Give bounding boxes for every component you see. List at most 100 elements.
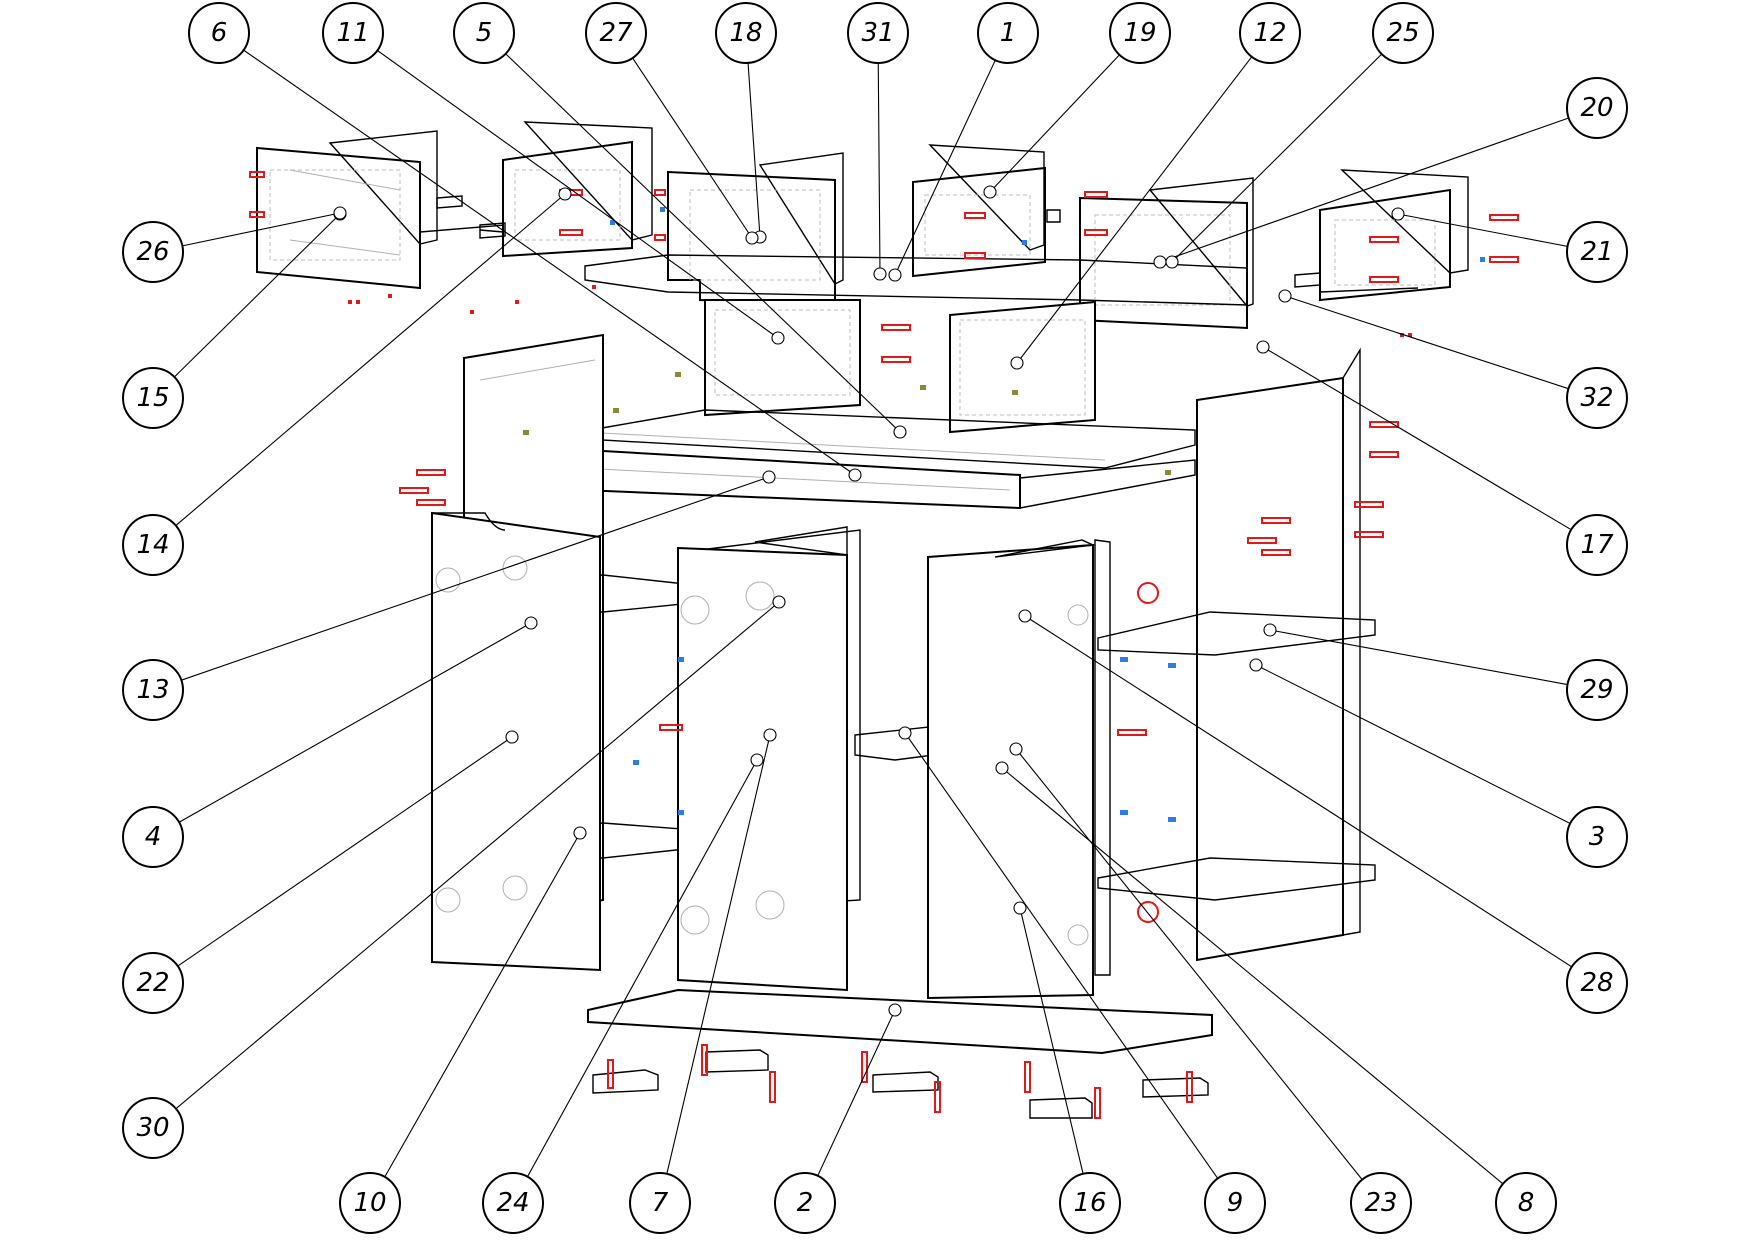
leader-anchor-14 xyxy=(558,187,572,201)
hardware-blue xyxy=(610,207,1485,822)
callout-circle xyxy=(774,1172,836,1234)
callout-circle xyxy=(122,367,184,429)
callout-circle xyxy=(453,2,515,64)
leader-anchor-4 xyxy=(524,616,538,630)
partition-center-right xyxy=(1094,539,1111,976)
callout-circle xyxy=(482,1172,544,1234)
callout-number: 11 xyxy=(336,18,369,48)
leader-anchor-13 xyxy=(762,470,776,484)
callout-circle xyxy=(977,2,1039,64)
callout-circle xyxy=(122,659,184,721)
plinth-blocks xyxy=(592,1049,1209,1119)
callout-number: 10 xyxy=(353,1188,386,1218)
callout-circle xyxy=(1109,2,1171,64)
leader-line-21 xyxy=(1397,213,1568,247)
callout-23: 23 xyxy=(1350,1172,1412,1234)
callout-29: 29 xyxy=(1566,659,1628,721)
callout-circle xyxy=(1566,77,1628,139)
callout-27: 27 xyxy=(585,2,647,64)
leader-line-28 xyxy=(1024,615,1573,968)
callout-circle xyxy=(339,1172,401,1234)
callout-32: 32 xyxy=(1566,367,1628,429)
cabinet-parts xyxy=(249,121,1519,1119)
callout-number: 12 xyxy=(1253,18,1286,48)
callout-circle xyxy=(1239,2,1301,64)
leader-anchor-29 xyxy=(1263,623,1277,637)
leader-anchor-6 xyxy=(848,468,862,482)
leader-line-1 xyxy=(894,59,996,276)
leader-anchor-21 xyxy=(1391,207,1405,221)
callout-number: 14 xyxy=(136,530,169,560)
leader-anchor-11 xyxy=(771,331,785,345)
leader-anchor-12 xyxy=(1010,356,1024,370)
leader-anchor-23 xyxy=(1009,742,1023,756)
leader-lines xyxy=(173,49,1573,1185)
leader-line-6 xyxy=(243,49,856,476)
callout-number: 21 xyxy=(1580,237,1613,267)
leader-line-24 xyxy=(526,759,758,1177)
callout-number: 27 xyxy=(599,18,633,48)
callout-30: 30 xyxy=(122,1097,184,1159)
callout-number: 32 xyxy=(1580,383,1613,413)
door-right xyxy=(927,539,1096,1000)
callout-12: 12 xyxy=(1239,2,1301,64)
callout-circle xyxy=(122,1097,184,1159)
leader-line-4 xyxy=(178,622,532,823)
callout-17: 17 xyxy=(1566,514,1628,576)
callout-circle xyxy=(188,2,250,64)
callout-number: 3 xyxy=(1589,822,1606,852)
callout-number: 6 xyxy=(211,18,228,48)
leader-anchor-22 xyxy=(505,730,519,744)
callout-16: 16 xyxy=(1059,1172,1121,1234)
leader-line-20 xyxy=(1159,117,1569,263)
callout-circle xyxy=(715,2,777,64)
callout-number: 1 xyxy=(1000,18,1017,48)
leader-line-25 xyxy=(1171,53,1383,263)
leader-anchor-30 xyxy=(772,595,786,609)
callout-5: 5 xyxy=(453,2,515,64)
leader-line-18 xyxy=(747,62,761,238)
drawer-front-upper-left xyxy=(704,299,861,417)
callout-number: 13 xyxy=(136,675,169,705)
interior-shelf-right-upper xyxy=(1097,611,1376,656)
callout-3: 3 xyxy=(1566,806,1628,868)
bottom-panel xyxy=(587,988,1213,1055)
drawer-front-upper-right xyxy=(949,300,1096,434)
callout-circle xyxy=(585,2,647,64)
callout-1: 1 xyxy=(977,2,1039,64)
callout-22: 22 xyxy=(122,952,184,1014)
leader-line-11 xyxy=(377,50,779,339)
leader-anchor-26 xyxy=(333,206,347,220)
leader-line-19 xyxy=(989,54,1120,193)
callout-circle xyxy=(122,514,184,576)
callout-circle xyxy=(1566,221,1628,283)
callout-number: 24 xyxy=(496,1188,529,1218)
callout-circle xyxy=(322,2,384,64)
callout-circle xyxy=(122,952,184,1014)
callout-number: 23 xyxy=(1364,1188,1397,1218)
callout-number: 9 xyxy=(1227,1188,1244,1218)
leader-anchor-20 xyxy=(1153,255,1167,269)
callout-24: 24 xyxy=(482,1172,544,1234)
leader-line-13 xyxy=(181,476,770,681)
leader-anchor-3 xyxy=(1249,658,1263,672)
callout-15: 15 xyxy=(122,367,184,429)
callout-28: 28 xyxy=(1566,952,1628,1014)
callout-8: 8 xyxy=(1495,1172,1557,1234)
callout-11: 11 xyxy=(322,2,384,64)
hardware-olive xyxy=(523,372,1171,475)
leader-line-15 xyxy=(173,213,341,378)
callout-number: 2 xyxy=(797,1188,814,1218)
callout-number: 30 xyxy=(136,1113,169,1143)
front-rail xyxy=(532,445,1196,510)
leader-anchor-17 xyxy=(1256,340,1270,354)
leader-line-16 xyxy=(1019,907,1084,1174)
leader-anchor-7 xyxy=(763,728,777,742)
callout-9: 9 xyxy=(1204,1172,1266,1234)
callout-6: 6 xyxy=(188,2,250,64)
callout-number: 29 xyxy=(1580,675,1613,705)
leader-line-2 xyxy=(817,1009,896,1177)
leader-anchor-5 xyxy=(893,425,907,439)
leader-anchor-9 xyxy=(898,726,912,740)
